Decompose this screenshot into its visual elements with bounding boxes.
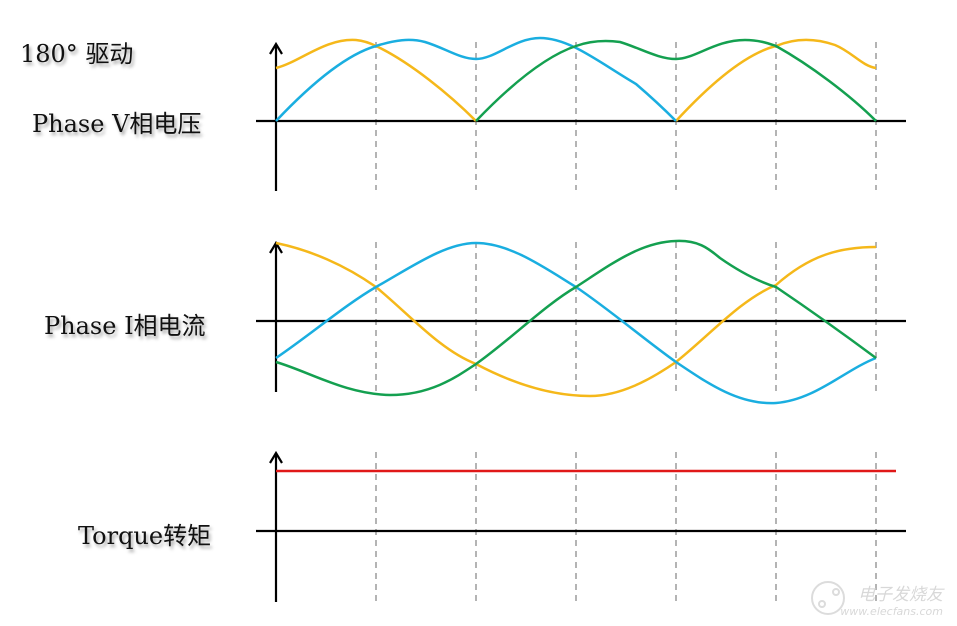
watermark-logo-icon xyxy=(811,581,845,615)
axes xyxy=(256,41,906,602)
watermark-cn: 电子发烧友 xyxy=(858,585,943,605)
watermark: 电子发烧友 www.elecfans.com xyxy=(840,580,943,618)
torque-label: Torque转矩 xyxy=(78,522,212,550)
watermark-url: www.elecfans.com xyxy=(840,605,943,618)
gridlines xyxy=(375,42,877,602)
current-label: Phase I相电流 xyxy=(44,312,206,340)
voltage-curves xyxy=(275,36,877,122)
voltage-label: Phase V相电压 xyxy=(32,110,202,138)
title-label: 180° 驱动 xyxy=(20,40,134,68)
current-curves xyxy=(275,239,877,405)
